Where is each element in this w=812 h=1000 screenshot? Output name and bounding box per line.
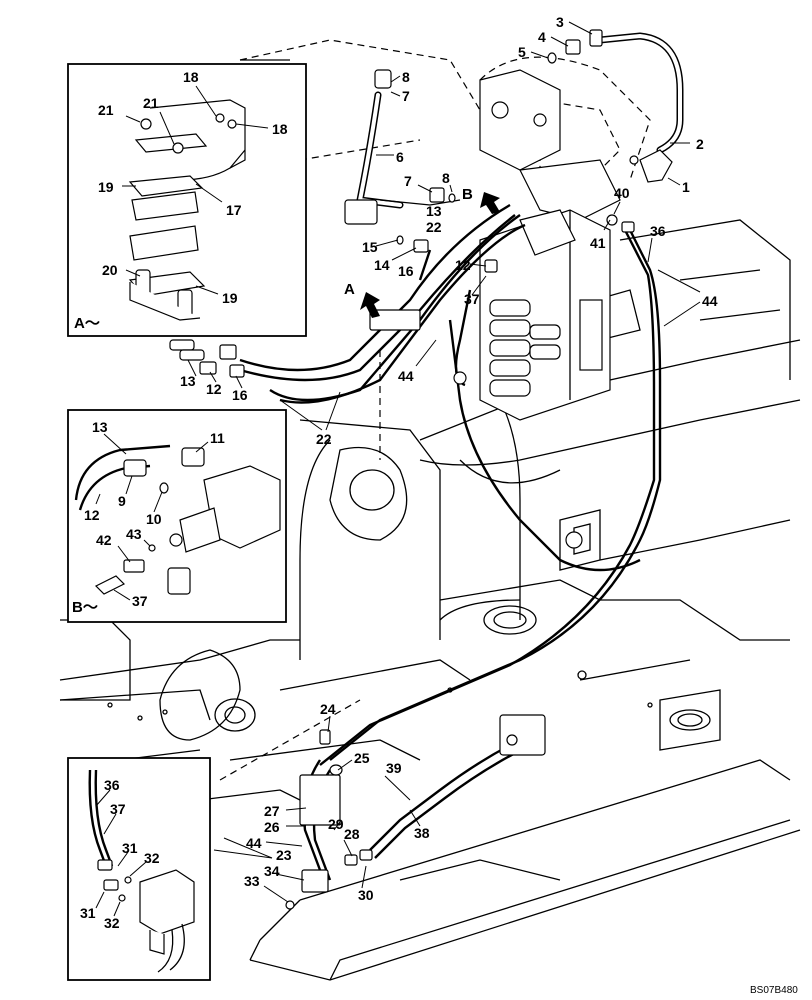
svg-text:30: 30 bbox=[358, 887, 374, 903]
svg-text:23: 23 bbox=[276, 847, 292, 863]
svg-text:44: 44 bbox=[702, 293, 718, 309]
svg-text:4: 4 bbox=[538, 29, 546, 45]
svg-text:3: 3 bbox=[556, 14, 564, 30]
svg-text:15: 15 bbox=[362, 239, 378, 255]
svg-text:9: 9 bbox=[118, 493, 126, 509]
svg-text:39: 39 bbox=[386, 760, 402, 776]
svg-text:6: 6 bbox=[396, 149, 404, 165]
drawing-code: BS07B480 bbox=[750, 985, 798, 996]
svg-text:40: 40 bbox=[614, 185, 630, 201]
svg-text:12: 12 bbox=[455, 257, 471, 273]
svg-text:22: 22 bbox=[426, 219, 442, 235]
svg-text:28: 28 bbox=[344, 826, 360, 842]
svg-text:12: 12 bbox=[206, 381, 222, 397]
svg-text:18: 18 bbox=[183, 69, 199, 85]
svg-text:42: 42 bbox=[96, 532, 112, 548]
svg-text:A: A bbox=[344, 281, 355, 298]
inset-c: 36 37 31 32 31 32 bbox=[67, 757, 211, 981]
control-valve bbox=[479, 209, 611, 421]
inset-b: 13 11 9 12 10 43 42 37 B～ bbox=[67, 409, 287, 623]
svg-text:11: 11 bbox=[210, 430, 225, 446]
svg-text:38: 38 bbox=[414, 825, 430, 841]
svg-text:5: 5 bbox=[518, 44, 526, 60]
pump-assembly bbox=[479, 69, 621, 221]
svg-text:36: 36 bbox=[650, 223, 666, 239]
svg-text:19: 19 bbox=[222, 290, 238, 306]
svg-text:7: 7 bbox=[404, 173, 412, 189]
svg-text:2: 2 bbox=[696, 136, 704, 152]
svg-text:B～: B～ bbox=[72, 599, 98, 616]
svg-text:27: 27 bbox=[264, 803, 280, 819]
svg-text:24: 24 bbox=[320, 701, 336, 717]
svg-text:36: 36 bbox=[104, 777, 120, 793]
svg-text:12: 12 bbox=[84, 507, 100, 523]
svg-text:8: 8 bbox=[442, 170, 450, 186]
svg-text:1: 1 bbox=[682, 179, 690, 195]
main-callouts: 3 4 5 2 1 8 7 6 7 8 13 22 15 14 16 12 37… bbox=[180, 14, 718, 903]
svg-text:32: 32 bbox=[104, 915, 120, 931]
view-arrow-b: B bbox=[462, 186, 500, 214]
fittings bbox=[169, 29, 673, 910]
svg-text:21: 21 bbox=[98, 102, 114, 118]
svg-text:43: 43 bbox=[126, 526, 142, 542]
svg-text:B: B bbox=[462, 186, 473, 203]
svg-text:13: 13 bbox=[180, 373, 196, 389]
svg-text:37: 37 bbox=[110, 801, 126, 817]
svg-text:33: 33 bbox=[244, 873, 260, 889]
svg-text:25: 25 bbox=[354, 750, 370, 766]
svg-text:34: 34 bbox=[264, 863, 280, 879]
svg-text:21: 21 bbox=[143, 95, 159, 111]
svg-text:13: 13 bbox=[426, 203, 442, 219]
svg-text:26: 26 bbox=[264, 819, 280, 835]
svg-text:44: 44 bbox=[246, 835, 262, 851]
svg-text:19: 19 bbox=[98, 179, 114, 195]
svg-text:18: 18 bbox=[272, 121, 288, 137]
svg-text:13: 13 bbox=[92, 419, 108, 435]
svg-text:41: 41 bbox=[590, 235, 606, 251]
svg-text:20: 20 bbox=[102, 262, 118, 278]
svg-text:37: 37 bbox=[132, 593, 148, 609]
svg-text:8: 8 bbox=[402, 69, 410, 85]
svg-text:16: 16 bbox=[398, 263, 414, 279]
view-arrow-a: A bbox=[344, 281, 380, 318]
svg-text:31: 31 bbox=[80, 905, 96, 921]
machine-frame-outline bbox=[59, 39, 801, 981]
svg-text:32: 32 bbox=[144, 850, 160, 866]
svg-text:10: 10 bbox=[146, 511, 162, 527]
svg-text:29: 29 bbox=[328, 816, 344, 832]
svg-text:44: 44 bbox=[398, 368, 414, 384]
svg-text:A～: A～ bbox=[74, 315, 100, 332]
svg-text:7: 7 bbox=[402, 88, 410, 104]
svg-text:16: 16 bbox=[232, 387, 248, 403]
svg-text:22: 22 bbox=[316, 431, 332, 447]
svg-text:31: 31 bbox=[122, 840, 138, 856]
svg-text:37: 37 bbox=[464, 291, 480, 307]
svg-text:14: 14 bbox=[374, 257, 390, 273]
svg-text:17: 17 bbox=[226, 202, 242, 218]
inset-a: 21 21 18 18 19 17 20 19 A～ bbox=[67, 63, 307, 337]
